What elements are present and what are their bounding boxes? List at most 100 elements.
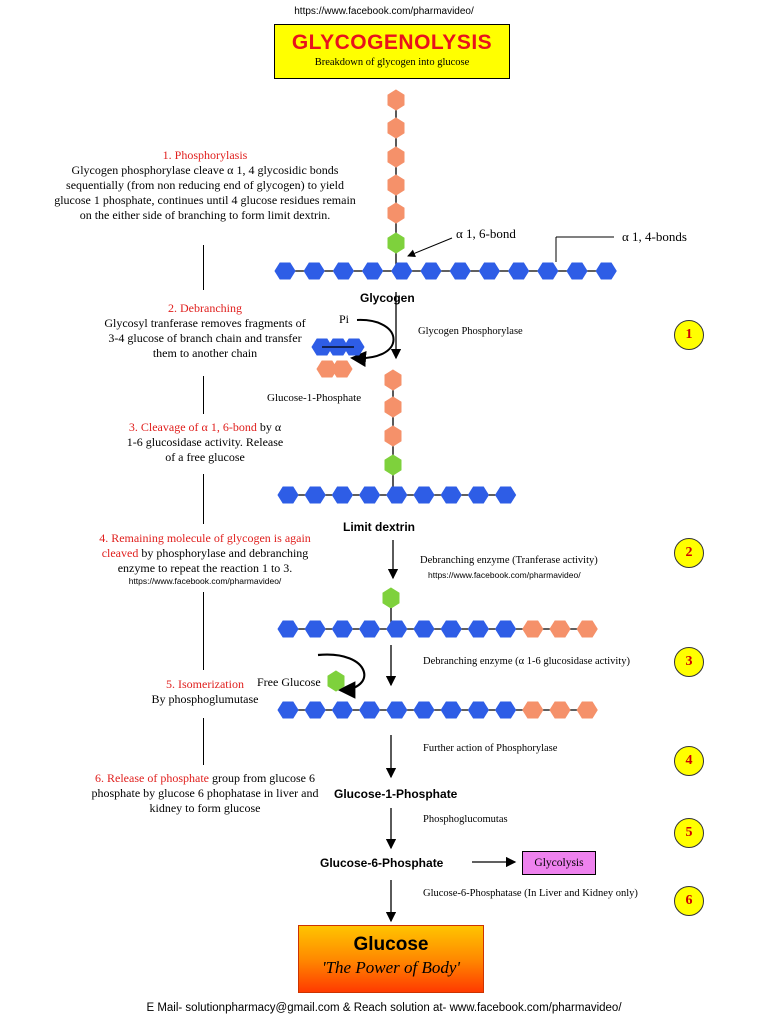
step-1-text: 1. Phosphorylasis Glycogen phosphorylase… (20, 148, 390, 223)
glycogen-chain-residue (449, 262, 471, 280)
transferred-chain-residue (440, 620, 462, 638)
title-box: GLYCOGENOLYSIS Breakdown of glycogen int… (274, 24, 510, 79)
alpha-1-6-bond-label: α 1, 6-bond (456, 226, 516, 241)
step-number-1: 1 (674, 320, 704, 350)
step-number-4: 4 (674, 746, 704, 776)
step-4-line-3: enzyme to repeat the reaction 1 to 3. (117, 561, 293, 575)
glycogen-label: Glycogen (360, 291, 415, 305)
glucose-6-phosphate-label: Glucose-6-Phosphate (320, 856, 444, 870)
step-3-title-tail: by α (256, 420, 282, 434)
branch-point-glucose-green (384, 454, 402, 476)
transferred-chain-residue (413, 620, 435, 638)
step-divider (203, 245, 204, 290)
free-glucose-hexagon (327, 670, 345, 692)
glycogen-chain-residue (478, 262, 500, 280)
branch-glucose-green (382, 587, 400, 609)
glucose-subtitle: 'The Power of Body' (321, 958, 461, 977)
step-number-5: 5 (674, 818, 704, 848)
step-divider (203, 592, 204, 670)
glucose-residue-orange (387, 174, 405, 196)
header-url: https://www.facebook.com/pharmavideo/ (294, 6, 474, 17)
step-1-line-1: Glycogen phosphorylase cleave α 1, 4 gly… (71, 163, 339, 177)
enzyme-2-label: Debranching enzyme (Tranferase activity) (420, 555, 598, 566)
glycogen-chain-residue (566, 262, 588, 280)
free-glucose-label: Free Glucose (257, 675, 321, 689)
linear-chain-residue (440, 701, 462, 719)
linear-chain-residue (549, 701, 571, 719)
glucose-residue-orange (387, 146, 405, 168)
enzyme-5-label: Phosphoglucomutas (423, 814, 508, 825)
alpha-1-4-bonds-label: α 1, 4-bonds (622, 229, 687, 244)
pi-label: Pi (339, 312, 350, 326)
branch-point-glucose-green (387, 232, 405, 254)
glucose-residue-orange (387, 202, 405, 224)
glycogen-chain-residue (537, 262, 559, 280)
transferred-chain-residue (467, 620, 489, 638)
step-1-title: 1. Phosphorylasis (162, 148, 248, 162)
step-3-line-2: 1-6 glucosidase activity. Release (126, 435, 284, 449)
enzyme-4-label: Further action of Phosphorylase (423, 743, 558, 754)
linear-chain-residue (413, 701, 435, 719)
footer-contact: E Mail- solutionpharmacy@gmail.com & Rea… (146, 1002, 622, 1014)
step-4-line-2: by phosphorylase and debranching (138, 546, 309, 560)
linear-chain-residue (467, 701, 489, 719)
step-4-text: 4. Remaining molecule of glycogen is aga… (20, 531, 390, 586)
glucose-residue-orange (384, 396, 402, 418)
step-divider (203, 718, 204, 765)
step-3-title: 3. Cleavage of α 1, 6-bond (128, 420, 257, 434)
transferred-chain-residue (304, 620, 326, 638)
transferred-chain-residue (576, 620, 598, 638)
glycogen-chain-residue (391, 262, 413, 280)
step-6-line-3: kidney to form glucose (149, 801, 261, 815)
enzyme-3-label: Debranching enzyme (α 1-6 glucosidase ac… (423, 656, 630, 667)
limit-dextrin-chain-residue (359, 486, 381, 504)
page-title: GLYCOGENOLYSIS (291, 31, 493, 54)
transferred-chain-residue (277, 620, 299, 638)
step-divider (203, 376, 204, 414)
transferred-chain-residue (359, 620, 381, 638)
step-number-2: 2 (674, 538, 704, 568)
step-5-line-1: By phosphoglumutase (151, 692, 259, 706)
glucose-title: Glucose (353, 934, 429, 955)
glucose-residue-orange (387, 117, 405, 139)
linear-chain-residue (522, 701, 544, 719)
glucose-box: Glucose 'The Power of Body' (298, 925, 484, 993)
limit-dextrin-label: Limit dextrin (343, 520, 416, 534)
linear-chain-residue (386, 701, 408, 719)
limit-dextrin-chain-residue (495, 486, 517, 504)
linear-chain-residue (277, 701, 299, 719)
transferred-chain-residue (386, 620, 408, 638)
step-6-title: 6. Release of phosphate (95, 771, 209, 785)
step-6-line-2: phosphate by glucose 6 phophatase in liv… (91, 786, 319, 800)
step-5-text: 5. Isomerization By phosphoglumutase (40, 677, 370, 707)
step-2-line-1: Glycosyl tranferase removes fragments of (104, 316, 306, 330)
glucose-1-phosphate-small-label: Glucose-1-Phosphate (267, 392, 362, 404)
glycogen-chain-residue (303, 262, 325, 280)
glycogen-chain-residue (274, 262, 296, 280)
step-4-title-2: cleaved (101, 546, 139, 560)
step-2-line-3: them to another chain (152, 346, 258, 360)
enzyme-6-label: Glucose-6-Phosphatase (In Liver and Kidn… (423, 888, 638, 899)
glycogen-chain-residue (595, 262, 617, 280)
glycogen-chain-residue (362, 262, 384, 280)
glycogen-chain-residue (420, 262, 442, 280)
transferred-chain-residue (522, 620, 544, 638)
linear-chain-residue (304, 701, 326, 719)
limit-dextrin-chain-residue (413, 486, 435, 504)
enzyme-2-url: https://www.facebook.com/pharmavideo/ (428, 570, 581, 580)
transferred-chain-residue (549, 620, 571, 638)
step-2-title: 2. Debranching (168, 301, 242, 315)
glucose-residue-orange (387, 89, 405, 111)
step-4-title: 4. Remaining molecule of glycogen is aga… (99, 531, 311, 545)
limit-dextrin-chain-residue (467, 486, 489, 504)
released-fragment-orange (331, 360, 353, 378)
glycolysis-box: Glycolysis (522, 851, 596, 875)
limit-dextrin-chain-residue (277, 486, 299, 504)
limit-dextrin-chain-residue (386, 486, 408, 504)
glucose-residue-orange (384, 425, 402, 447)
transferred-chain-residue (331, 620, 353, 638)
step-number-3: 3 (674, 647, 704, 677)
step-4-url: https://www.facebook.com/pharmavideo/ (128, 576, 282, 586)
step-divider (203, 474, 204, 524)
step-number-6: 6 (674, 886, 704, 916)
